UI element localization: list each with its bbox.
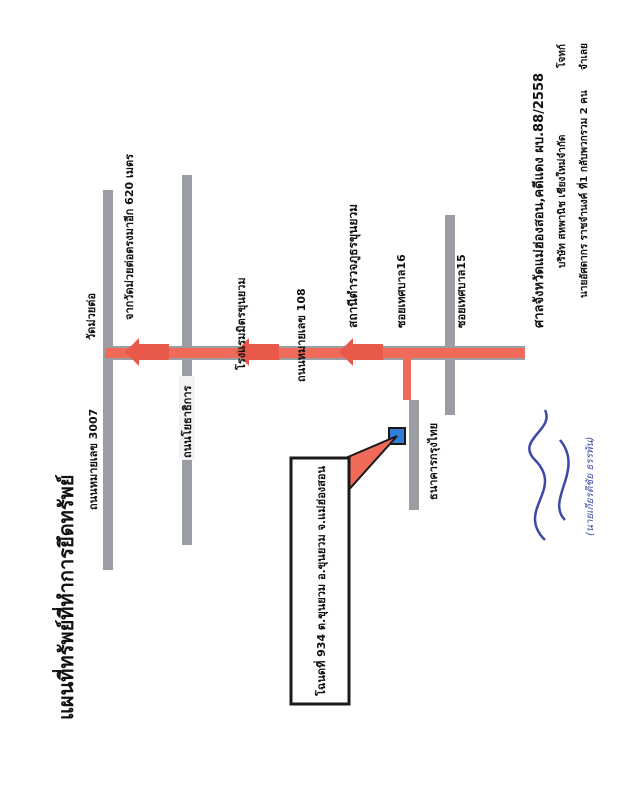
arrow-1 <box>125 338 169 366</box>
wat-label: วัดม่วยต่อ <box>85 293 98 340</box>
police-label: สถานีตำรวจภูธรขุนยวม <box>346 204 361 328</box>
plaintiff-role: โจทก์ <box>555 44 568 69</box>
road-3007-label: ถนนหมายเลข 3007 <box>87 409 100 510</box>
road-108-label: ถนนหมายเลข 108 <box>295 288 308 382</box>
plaintiff-line: บริษัท สหพานิช เชียงใหม่จำกัด <box>555 135 568 268</box>
map-frame: โฉนดที่ 934 ต.ขุนยวม อ.ขุนยวม จ.แม่ฮ่องส… <box>51 43 596 720</box>
road-yothathikan-label: ถนนโยธาธิการ <box>180 386 194 458</box>
road-soi15 <box>445 215 455 415</box>
deed-callout-box <box>289 456 351 706</box>
direction-label: จากวัดม่วยต่อตรงมาอีก 620 เมตร <box>123 154 136 320</box>
bank-label: ธนาคารกรุงไทย <box>426 423 441 500</box>
road-yothathikan-tag <box>179 376 195 460</box>
court-case: ศาลจังหวัดแม่ฮ่องสอน,คดีแดง ผบ.88/2558 <box>531 73 547 328</box>
route-to-property <box>403 355 411 400</box>
main-route <box>105 348 525 358</box>
defendant-role: จำเลย <box>578 43 590 70</box>
arrow-3 <box>339 338 383 366</box>
document-title: แผนที่ทรัพย์ที่ทำการยึดทรัพย์ <box>51 474 78 720</box>
soi16-label: ซอยเทศบาล16 <box>395 254 408 328</box>
arrow-2 <box>235 338 279 366</box>
road-bank <box>409 400 419 510</box>
hotel-label: โรงแรมมิตรขุนยวม <box>234 277 249 371</box>
signature-scribble <box>528 409 570 541</box>
deed-label: โฉนดที่ 934 ต.ขุนยวม อ.ขุนยวม จ.แม่ฮ่องส… <box>313 465 329 697</box>
signature-name: (นายเกียรติชัย ธรรพัน) <box>584 437 596 536</box>
soi15-label: ซอยเทศบาล15 <box>455 254 468 328</box>
road-3007 <box>103 190 113 570</box>
defendant-line: นายอัศดากร ราชจำนงค์ ที่1 กลับพวกรวม 2 ค… <box>576 90 590 298</box>
